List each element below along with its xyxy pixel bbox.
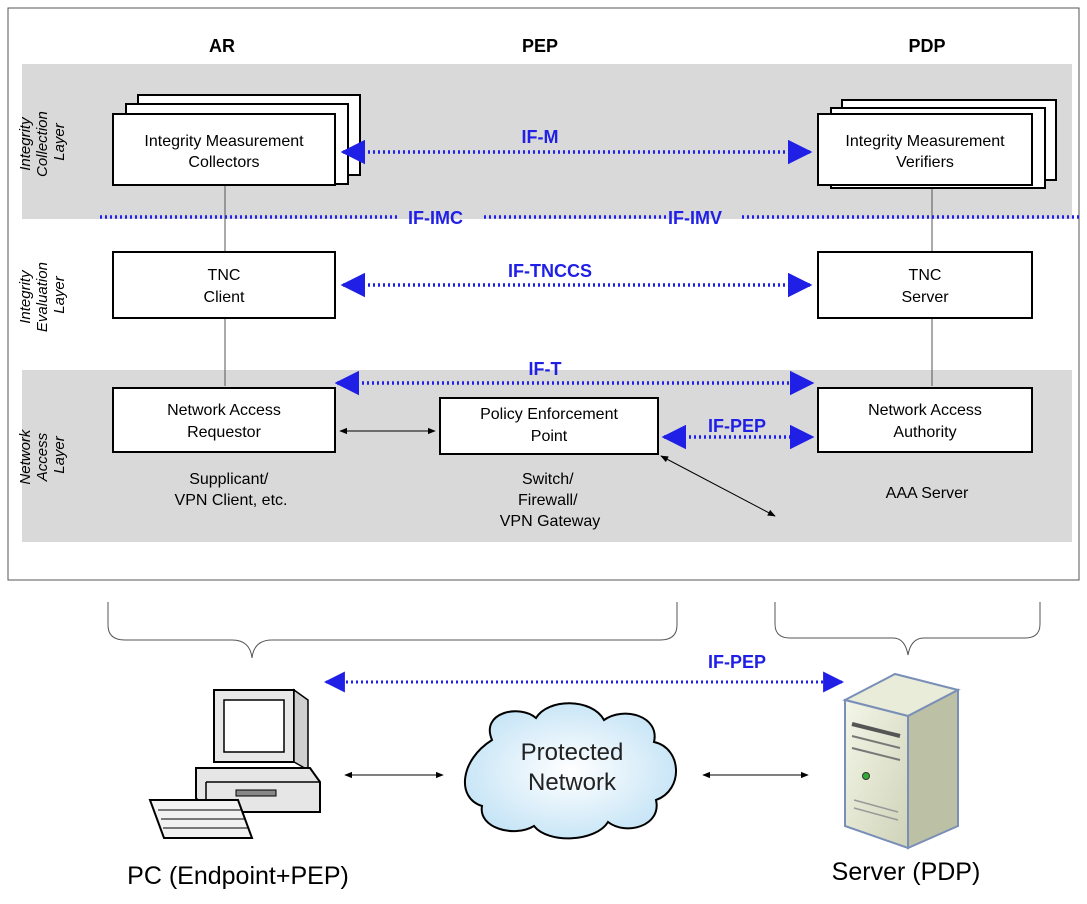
supplicant-note: Supplicant/ VPN Client, etc. <box>175 471 288 509</box>
if-imv-label: IF-IMV <box>668 208 722 228</box>
column-header-pep: PEP <box>522 36 558 56</box>
nar-box: Network Access Requestor <box>112 387 336 453</box>
cloud-label-line1: Protected <box>521 739 624 766</box>
pc-icon <box>148 688 321 839</box>
svg-text:Authority: Authority <box>893 424 956 441</box>
svg-text:Point: Point <box>531 428 568 445</box>
svg-text:Integrity Measurement: Integrity Measurement <box>845 133 1005 150</box>
svg-text:Network Access: Network Access <box>868 402 982 419</box>
pep-box: Policy Enforcement Point <box>439 397 659 455</box>
column-header-ar: AR <box>209 36 235 56</box>
pep-aaa-arrow <box>660 455 776 517</box>
tnc-client-box: TNC Client <box>112 251 336 319</box>
svg-text:TNC: TNC <box>208 267 241 284</box>
svg-text:Integrity Measurement: Integrity Measurement <box>144 133 304 150</box>
svg-text:Client: Client <box>204 289 245 306</box>
tnc-server-box: TNC Server <box>817 251 1033 319</box>
endpoint-brace <box>107 602 678 659</box>
aaa-server-note: AAA Server <box>886 485 969 502</box>
switch-note: Switch/ Firewall/ VPN Gateway <box>500 471 600 530</box>
svg-text:Requestor: Requestor <box>187 424 261 441</box>
bottom-if-pep-label: IF-PEP <box>708 652 766 672</box>
layer-label-collection: Integrity Collection Layer <box>17 107 68 177</box>
svg-text:Network Access: Network Access <box>167 402 281 419</box>
layer-label-access: Network Access Layer <box>17 425 68 484</box>
column-header-pdp: PDP <box>908 36 945 56</box>
cloud-label-line2: Network <box>528 769 617 796</box>
svg-text:TNC: TNC <box>909 267 942 284</box>
server-brace <box>774 602 1041 656</box>
if-m-label: IF-M <box>522 127 559 147</box>
layer-label-evaluation: Integrity Evaluation Layer <box>17 258 68 332</box>
if-pep-label: IF-PEP <box>708 416 766 436</box>
protected-network-cloud: Protected Network <box>463 702 677 840</box>
server-icon <box>842 672 961 850</box>
naa-box: Network Access Authority <box>817 387 1033 453</box>
pc-label: PC (Endpoint+PEP) <box>127 862 349 890</box>
server-label: Server (PDP) <box>832 858 981 886</box>
svg-text:Verifiers: Verifiers <box>896 154 954 171</box>
svg-text:Server: Server <box>901 289 949 306</box>
svg-text:Policy Enforcement: Policy Enforcement <box>480 406 618 423</box>
imv-box: Integrity Measurement Verifiers <box>817 99 1057 189</box>
if-t-label: IF-T <box>529 359 562 379</box>
if-imc-label: IF-IMC <box>408 208 463 228</box>
svg-text:Collectors: Collectors <box>188 154 259 171</box>
imc-box: Integrity Measurement Collectors <box>112 94 361 186</box>
if-tnccs-label: IF-TNCCS <box>508 261 592 281</box>
